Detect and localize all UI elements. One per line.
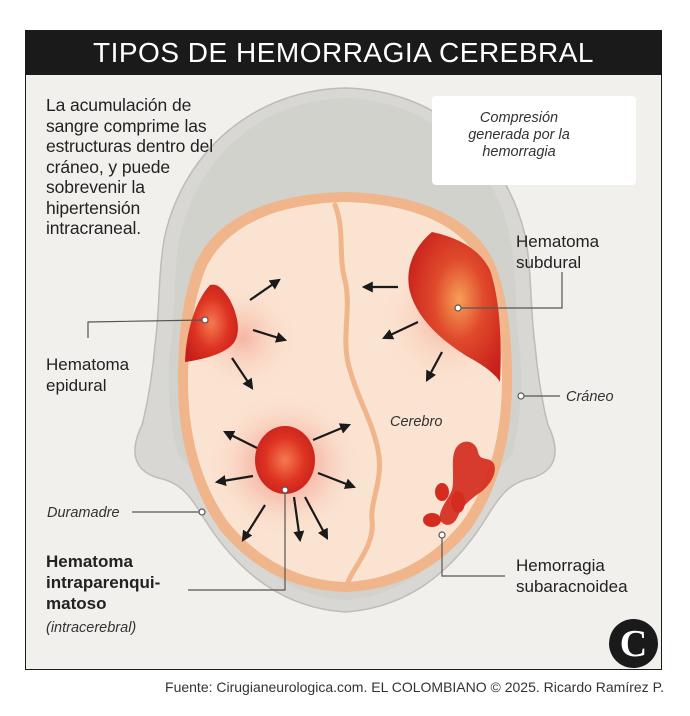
- label-intra-line3: matoso: [46, 594, 107, 613]
- brain-midline: [332, 202, 382, 585]
- label-intra-line4: (intracerebral): [46, 620, 137, 636]
- label-intraparenchymal: Hematoma intraparenqui- matoso (intracer…: [46, 551, 160, 639]
- subarachnoid-hemorrhage: [423, 441, 495, 527]
- source-credit: Fuente: Cirugianeurologica.com. EL COLOM…: [165, 679, 664, 695]
- label-subarac-line2: subaracnoidea: [516, 577, 628, 596]
- epidural-hematoma: [185, 284, 238, 362]
- legend-text: Compresión generada por la hemorragia: [458, 110, 580, 161]
- label-epidural: Hematoma epidural: [46, 354, 129, 396]
- legend-line-2: generada por la: [468, 127, 570, 143]
- page-title: TIPOS DE HEMORRAGIA CEREBRAL: [93, 37, 594, 68]
- label-subdural-line1: Hematoma: [516, 232, 600, 251]
- intraparenchymal-hematoma: [255, 426, 315, 494]
- label-subdural: Hematoma subdural: [516, 231, 599, 273]
- label-craneo: Cráneo: [566, 389, 614, 405]
- logo-letter: C: [619, 622, 648, 665]
- label-subarac-line1: Hemorragia: [516, 556, 605, 575]
- label-duramadre: Duramadre: [47, 505, 120, 521]
- label-intra-line2: intraparenqui-: [46, 573, 161, 592]
- label-subdural-line2: subdural: [516, 253, 582, 272]
- label-epidural-line1: Hematoma: [46, 355, 130, 374]
- label-subarachnoid: Hemorragia subaracnoidea: [516, 555, 628, 597]
- compression-arrows: [214, 278, 443, 543]
- label-intra-line1: Hematoma: [46, 552, 133, 571]
- legend-box: [432, 96, 636, 185]
- intro-text: La acumulación de sangre comprime las es…: [46, 95, 214, 238]
- subdural-hematoma: [408, 232, 501, 382]
- el-colombiano-logo: C: [609, 619, 658, 668]
- legend-line-3: hemorragia: [482, 144, 556, 160]
- title-bar: TIPOS DE HEMORRAGIA CEREBRAL: [26, 31, 661, 75]
- label-epidural-line2: epidural: [46, 376, 107, 395]
- leader-lines: [87, 272, 563, 591]
- label-cerebro: Cerebro: [390, 414, 443, 430]
- legend-line-1: Compresión: [479, 110, 559, 126]
